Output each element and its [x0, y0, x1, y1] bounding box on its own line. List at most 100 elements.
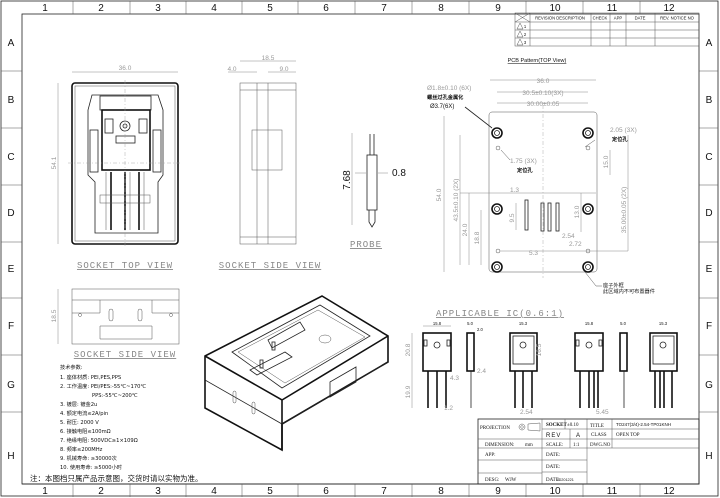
spec-item: 7. 绝缘电阻: 500VDC≥1×109Ω — [60, 436, 138, 444]
ic-front-4pin: 15.8 5.45 — [574, 321, 609, 416]
column-label: 12 — [663, 3, 675, 14]
spec-item: 1. 座体材质: PEI,PES,PPS — [60, 373, 121, 381]
column-label: 9 — [495, 3, 501, 14]
width-dimension: 36.0 — [119, 65, 132, 72]
dimension-1-3: 1.3 — [510, 187, 519, 194]
revision-header: REVISION DESCRIPTION — [535, 16, 585, 21]
revision-header: DATE — [635, 16, 646, 21]
applicable-ic-title: APPLICABLE IC(0.6:1) — [436, 309, 564, 319]
row-label: C — [7, 152, 14, 163]
column-label: 1 — [42, 486, 48, 497]
column-label: 1 — [42, 3, 48, 14]
row-label: B — [706, 95, 713, 106]
row-label: C — [705, 152, 712, 163]
ic-dimension: 1.2 — [444, 405, 453, 412]
spec-item: 9. 机械寿命: ≥30000次 — [60, 454, 117, 462]
revision-table: REVISION DESCRIPTION CHECK APP DATE REV.… — [514, 12, 700, 47]
ic-front-3pin: 15.8 20.8 19.9 4.3 1.2 — [405, 321, 459, 412]
pcb-width-dimension: 36.0 — [537, 78, 550, 85]
pcb-pitch-dimension: 30.00±0.05 — [527, 101, 560, 108]
date-label: DATE: — [546, 453, 560, 458]
ic-dimension: 5.0 — [467, 321, 473, 326]
column-label: 10 — [549, 3, 561, 14]
projection-label: PROJECTION — [480, 426, 510, 431]
ic-dimension: 5.0 — [620, 321, 626, 326]
socket-side-view-2: 18.5 SOCKET SIDE VIEW — [51, 288, 180, 360]
date-label: DATE: — [546, 465, 560, 470]
spec-item: 2. 工作温度: PEI/PES:-55℃~170℃ — [60, 382, 146, 390]
scale-label: SCALE: — [546, 443, 563, 448]
projection-symbol-icon — [518, 422, 541, 432]
row-label: D — [705, 208, 712, 219]
spec-item: 10. 使用寿命: ≥5000小时 — [60, 463, 122, 471]
view-label: SOCKET SIDE VIEW — [219, 261, 321, 271]
probe-view: 7.68 0.8 PROBE — [342, 133, 406, 250]
column-label: 5 — [267, 3, 273, 14]
dimension-43-5: 43.5±0.10 (2X) — [453, 179, 460, 222]
outline-note: 座子外框 — [603, 281, 624, 289]
class-value: OPEN TOP — [616, 433, 640, 438]
probe-diameter-dimension: 0.8 — [392, 168, 406, 179]
ic-back-3pin: 15.3 16.5 2.54 — [509, 321, 543, 416]
dimension-15: 15.0 — [603, 155, 610, 168]
column-label: 12 — [663, 486, 675, 497]
column-label: 11 — [607, 486, 618, 497]
total-dimension: 18.5 — [262, 55, 275, 62]
company-logo: SOCKET — [546, 423, 568, 428]
ic-dimension: 15.3 — [659, 321, 668, 326]
spec-item: 4. 额定电流≤2A/pin — [60, 409, 108, 417]
dwg-no-label: DWG.NO — [590, 443, 611, 448]
ic-dimension: 20.8 — [405, 343, 412, 356]
dimension-13: 13.0 — [574, 205, 581, 218]
dimension-24: 24.0 — [462, 223, 469, 236]
pad-diameter-dimension: Ø3.7(6X) — [430, 104, 454, 110]
pcb-pattern-view: PCB Pattern(TOP View) — [427, 58, 655, 295]
date-label: DATE: — [546, 478, 560, 483]
right-locating-hole-label: 定位孔 — [611, 135, 628, 143]
ic-dimension: 15.3 — [519, 321, 528, 326]
title-block: PROJECTION SOCKET ±0.10 REV A TITLE TO24… — [477, 418, 700, 485]
dimension-18-8: 18.8 — [474, 231, 481, 244]
ic-dimension: 15.8 — [433, 321, 442, 326]
revision-row-number: 2 — [524, 32, 527, 37]
column-label: 11 — [607, 3, 618, 14]
view-label: SOCKET SIDE VIEW — [74, 350, 176, 360]
screw-pads — [491, 127, 594, 273]
spec-heading: 技术参数: — [60, 363, 83, 371]
column-label: 2 — [98, 486, 104, 497]
row-label: E — [8, 264, 15, 275]
revision-header: APP — [614, 16, 623, 21]
ic-dimension: 15.8 — [585, 321, 594, 326]
socket-side-view: 18.5 4.0 9.0 SOCKET SIDE VIEW — [219, 55, 321, 271]
ic-dimension: 2.4 — [477, 368, 486, 375]
column-label: 3 — [155, 486, 161, 497]
rev-value: A — [576, 433, 580, 439]
scale-value: 1:1 — [573, 443, 580, 448]
desg-value: WJW — [505, 478, 517, 483]
socket-isometric-view — [204, 295, 389, 452]
dimension-2-54: 2.54 — [562, 233, 575, 240]
column-label: 10 — [549, 486, 561, 497]
row-label: H — [705, 451, 712, 462]
applicable-ic-view: APPLICABLE IC(0.6:1) 15.8 20.8 19.9 4.3 … — [405, 309, 678, 416]
column-label: 6 — [323, 3, 329, 14]
right-dimension: 9.0 — [279, 66, 288, 73]
left-locating-hole-label: 定位孔 — [516, 166, 533, 174]
column-label: 4 — [211, 486, 217, 497]
tech-specs: 技术参数: 1. 座体材质: PEI,PES,PPS 2. 工作温度: PEI/… — [30, 363, 203, 483]
column-label: 2 — [98, 3, 104, 14]
column-label: 3 — [155, 3, 161, 14]
dimension-2-72: 2.72 — [569, 241, 582, 248]
revision-row-number: 1 — [524, 24, 527, 29]
revision-header: CHECK — [593, 16, 608, 21]
row-label: E — [706, 264, 713, 275]
pcb-height-dimension: 54.0 — [436, 188, 443, 201]
spec-item: 3. 镀层: 镀金2u — [60, 400, 97, 408]
column-label: 7 — [381, 486, 387, 497]
spec-item: 6. 接触电阻≤100mΩ — [60, 427, 111, 435]
dimension-5-3: 5.3 — [529, 250, 538, 257]
row-label: F — [8, 321, 14, 332]
column-label: 8 — [438, 3, 444, 14]
row-label: D — [7, 208, 14, 219]
ic-dimension: 5.45 — [596, 409, 609, 416]
